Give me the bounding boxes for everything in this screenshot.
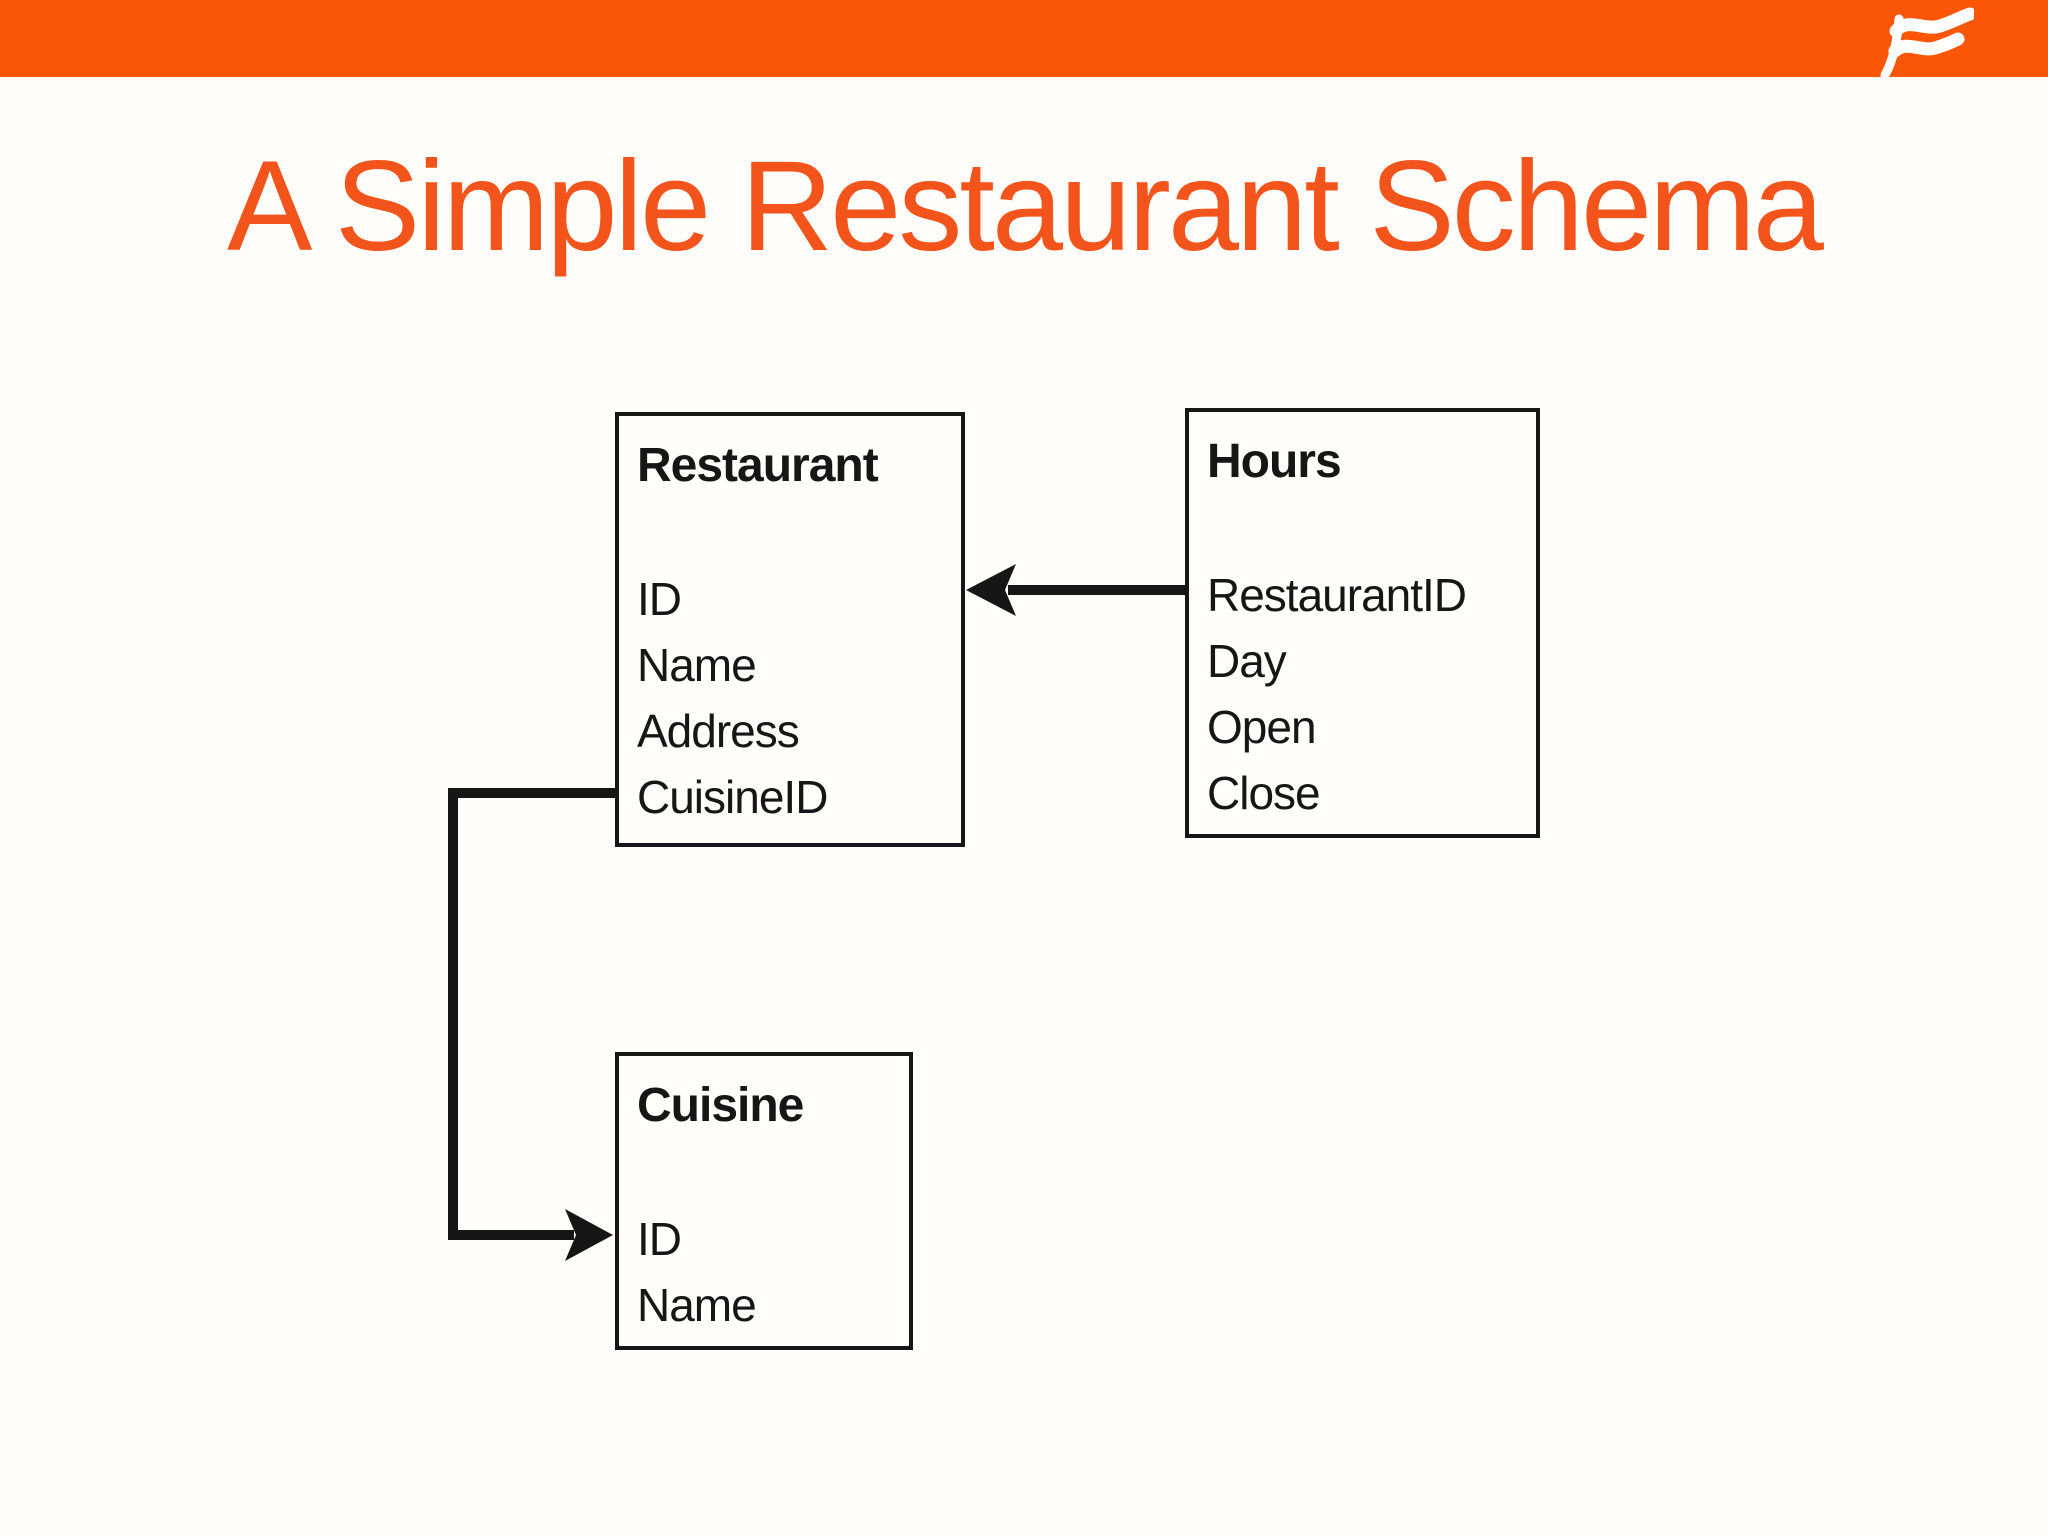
arrow-hours-to-restaurant xyxy=(966,564,1185,616)
entity-field: Close xyxy=(1207,767,1321,819)
entity-field-list: ID Name xyxy=(619,1206,909,1338)
entity-field: ID xyxy=(637,1213,682,1265)
entity-field: Day xyxy=(1207,635,1287,687)
entity-field-list: RestaurantID Day Open Close xyxy=(1189,562,1536,826)
slide-title: A Simple Restaurant Schema xyxy=(227,135,1824,278)
entity-restaurant: Restaurant ID Name Address CuisineID xyxy=(615,412,965,847)
entity-field: ID xyxy=(637,573,682,625)
entity-field-list: ID Name Address CuisineID xyxy=(619,566,961,830)
entity-field: Name xyxy=(637,1279,757,1331)
entity-field: CuisineID xyxy=(637,771,828,823)
entity-cuisine: Cuisine ID Name xyxy=(615,1052,913,1350)
entity-field: Open xyxy=(1207,701,1317,753)
flag-logo-icon xyxy=(1880,7,1974,77)
entity-name: Hours xyxy=(1207,435,1342,488)
entity-hours: Hours RestaurantID Day Open Close xyxy=(1185,408,1540,838)
header-bar xyxy=(0,0,2048,77)
entity-name: Cuisine xyxy=(637,1079,804,1132)
arrow-restaurant-to-cuisine xyxy=(448,788,615,1261)
entity-field: RestaurantID xyxy=(1207,569,1467,621)
entity-field: Address xyxy=(637,705,800,757)
entity-field: Name xyxy=(637,639,757,691)
entity-name: Restaurant xyxy=(637,439,879,492)
